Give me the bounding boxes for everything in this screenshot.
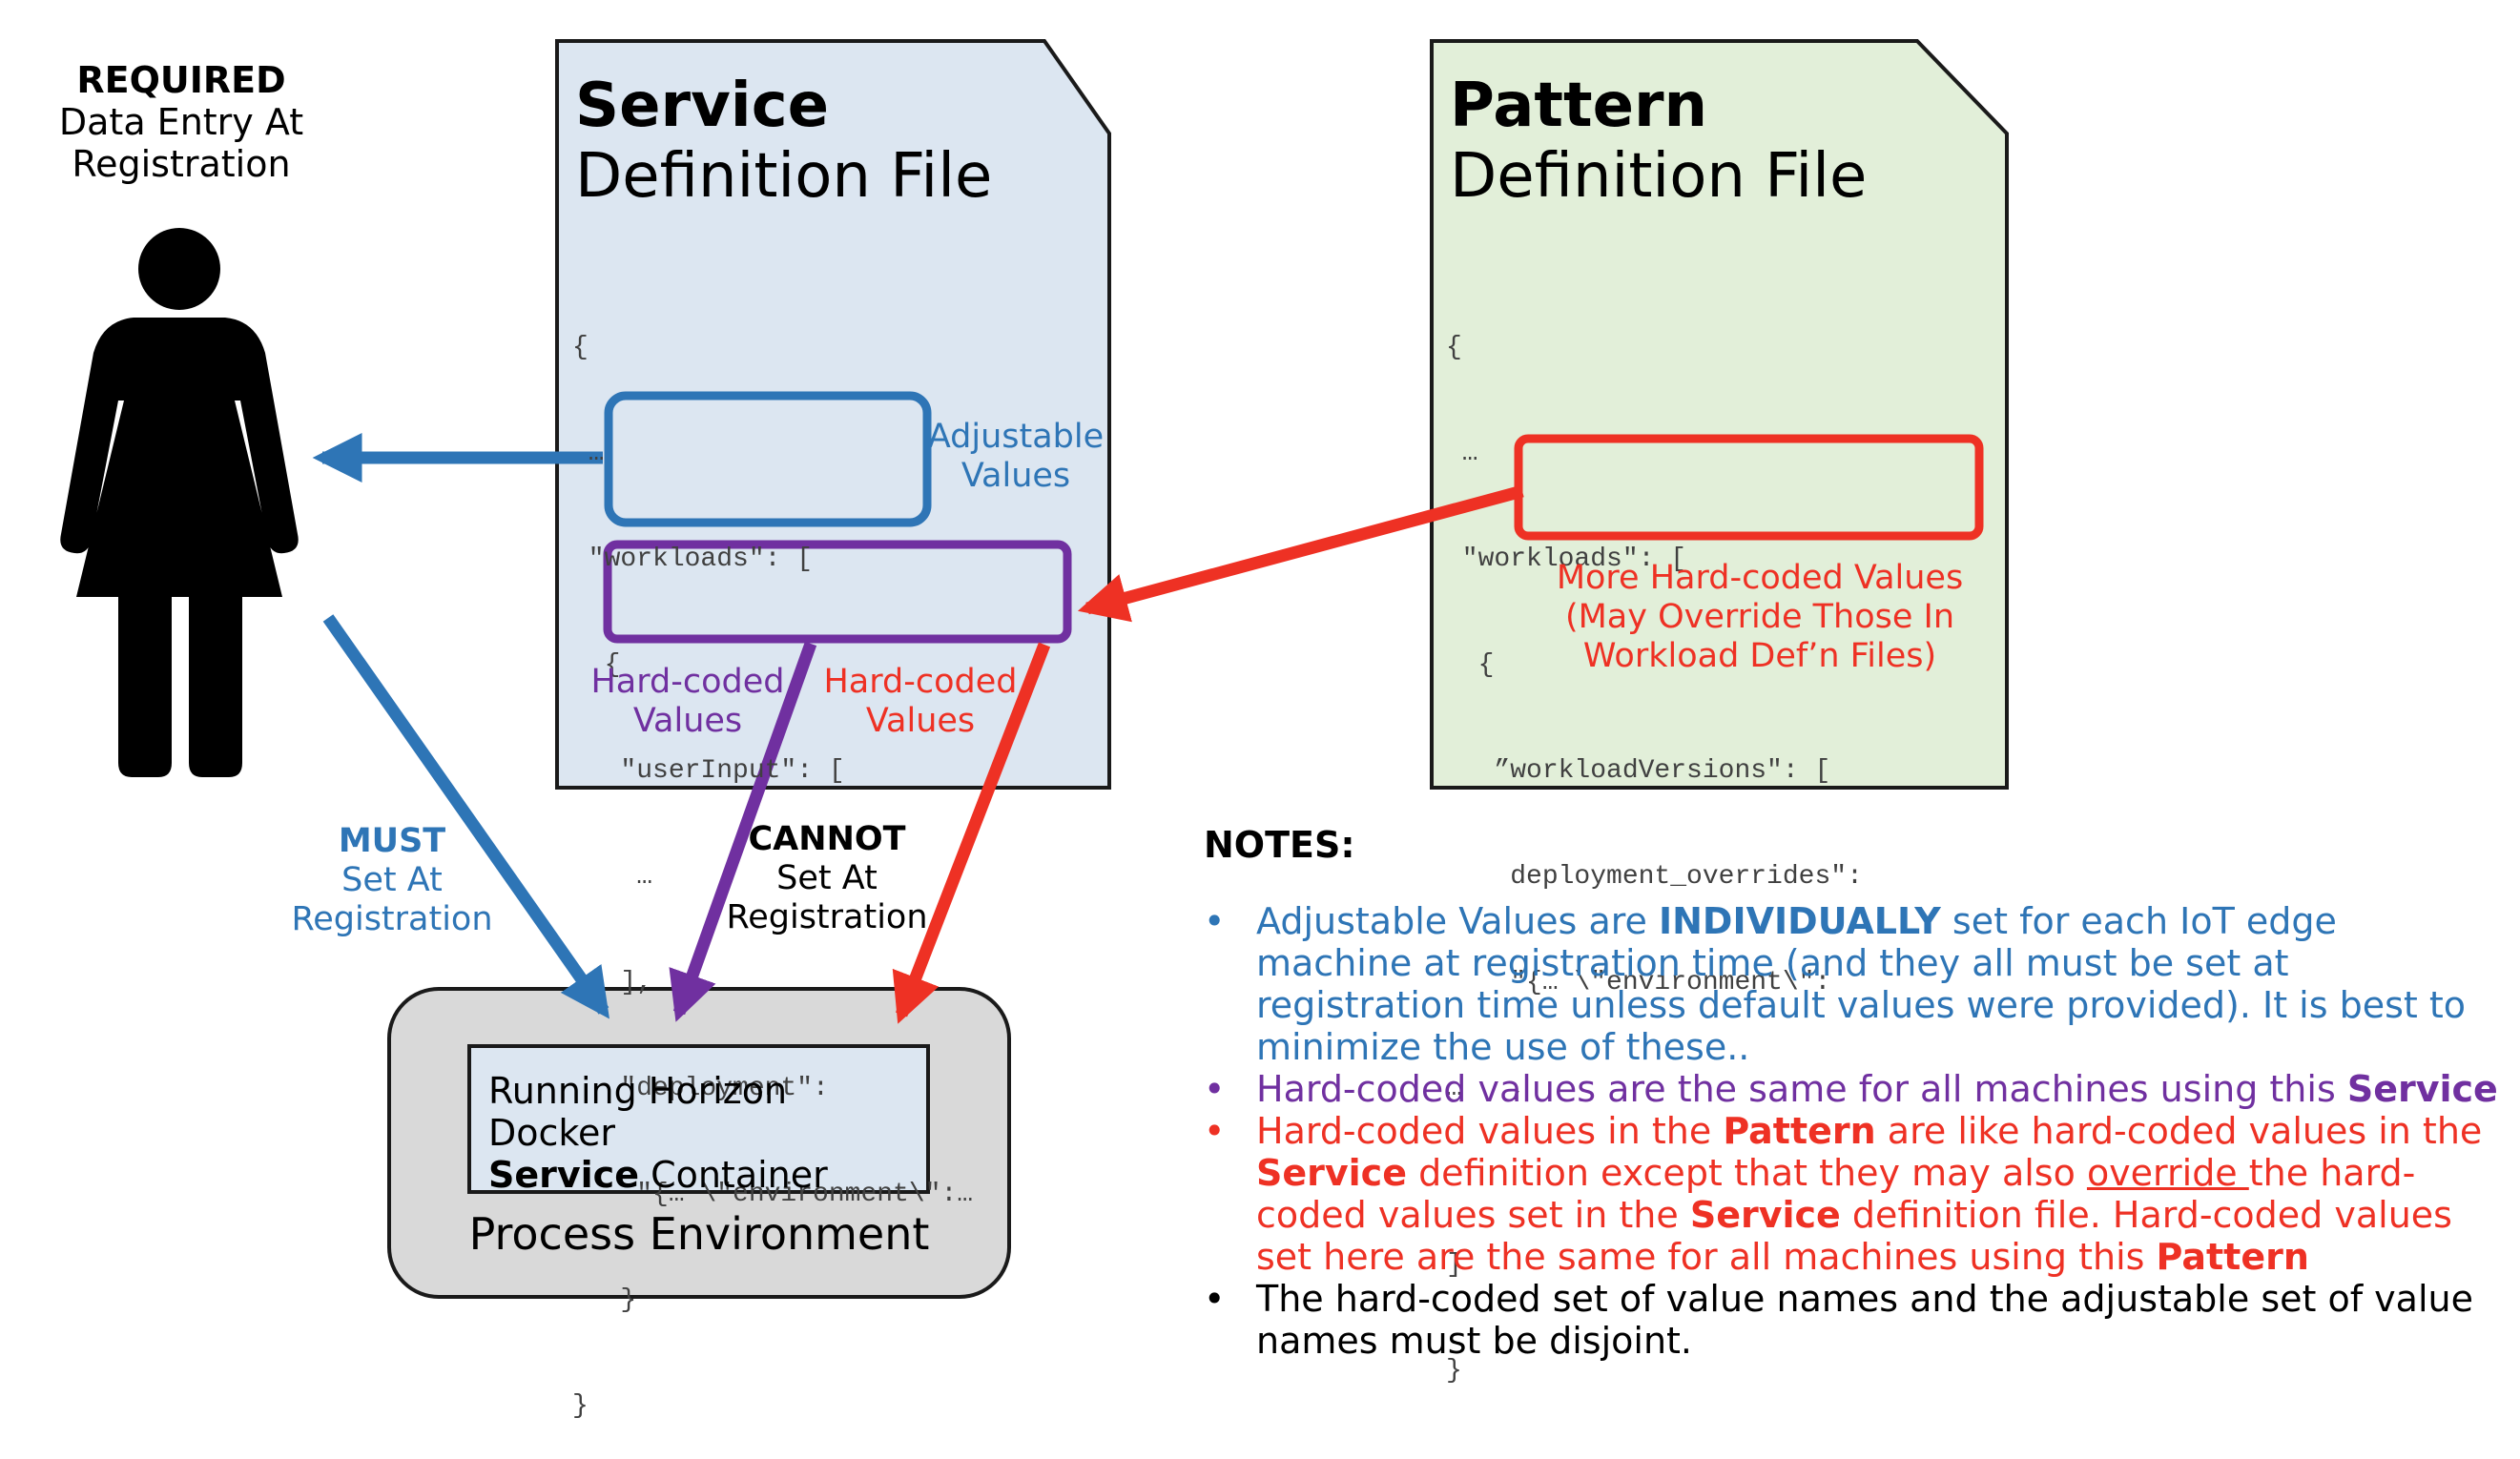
hardcoded-red-label: Hard-coded Values xyxy=(820,663,1021,741)
process-environment-label: Process Environment xyxy=(468,1208,930,1260)
note1-a: Adjustable Values are xyxy=(1256,900,1659,942)
note3-i: definition file. Hard-coded values set h… xyxy=(1256,1194,2452,1278)
note3-h: Service xyxy=(1689,1194,1841,1236)
person-label-line3: Registration xyxy=(72,143,291,185)
code-line: "{… \"environment\": xyxy=(1446,968,1831,997)
hardcoded-red-line1: Hard-coded xyxy=(823,663,1018,701)
code-line: { xyxy=(572,650,621,680)
adjustable-values-line2: Values xyxy=(960,457,1071,495)
adjustable-values-highlight xyxy=(604,391,932,527)
adjustable-values-line1: Adjustable xyxy=(927,418,1105,456)
person-label: REQUIRED Data Entry At Registration xyxy=(38,59,324,185)
more-hardcoded-line2: (May Override Those In xyxy=(1564,598,1955,636)
note3-b: Pattern xyxy=(1723,1110,1876,1152)
container-service-bold: Service xyxy=(488,1154,639,1196)
pattern-file-title: Pattern Definition File xyxy=(1450,71,1867,212)
bullet: • xyxy=(1204,1068,1226,1110)
person-label-required: REQUIRED xyxy=(76,59,286,101)
note3-a: Hard-coded values in the xyxy=(1256,1110,1724,1152)
hardcoded-purple-line1: Hard-coded xyxy=(590,663,785,701)
bullet: • xyxy=(1204,900,1226,942)
arrow-person-to-process xyxy=(322,614,609,1019)
note3-f: override xyxy=(2086,1152,2249,1194)
note2-a: Hard-coded values are the same for all m… xyxy=(1256,1068,2347,1110)
service-file-title: Service Definition File xyxy=(575,71,992,212)
service-file-code: { … "workloads": [ { "userInput": [ … ],… xyxy=(572,259,973,1459)
note-hardcoded-pattern: • Hard-coded values in the Pattern are l… xyxy=(1204,1110,2503,1278)
note-disjoint: • The hard-coded set of value names and … xyxy=(1204,1278,2503,1362)
notes-list: • Adjustable Values are INDIVIDUALLY set… xyxy=(1204,900,2503,1362)
cannot-label: CANNOT Set At Registration xyxy=(717,820,937,937)
note2-b: Service xyxy=(2346,1068,2498,1110)
arrow-service-hardcoded-to-process xyxy=(892,642,1051,1024)
note-hardcoded-service: • Hard-coded values are the same for all… xyxy=(1204,1068,2503,1110)
service-container-box xyxy=(467,1044,930,1194)
note4: The hard-coded set of value names and th… xyxy=(1256,1278,2473,1362)
code-line: { xyxy=(1446,333,1462,362)
service-file-title-bold: Service xyxy=(575,71,830,141)
hardcoded-red-line2: Values xyxy=(865,702,976,740)
bullet: • xyxy=(1204,1278,1226,1320)
service-file-title-rest: Definition File xyxy=(575,141,993,212)
must-label-line2: Set At xyxy=(341,861,443,899)
person-icon xyxy=(60,228,299,777)
code-line: { xyxy=(572,333,589,362)
bullet: • xyxy=(1204,1110,1226,1152)
note-adjustable: • Adjustable Values are INDIVIDUALLY set… xyxy=(1204,900,2503,1068)
code-line: deployment_overrides": xyxy=(1446,862,1863,892)
cannot-label-line3: Registration xyxy=(726,898,928,936)
must-label-bold: MUST xyxy=(338,822,446,860)
adjustable-values-label: Adjustable Values xyxy=(927,418,1105,496)
service-container-label: Running Horizon Docker Service Container xyxy=(488,1070,918,1196)
must-label: MUST Set At Registration xyxy=(282,822,502,939)
person-label-line2: Data Entry At xyxy=(58,101,304,143)
more-hardcoded-line3: Workload Def’n Files) xyxy=(1582,637,1937,675)
code-line: "{… \"environment\":… xyxy=(572,1180,974,1209)
pattern-file-code: { … "workloads": [ { ”workloadVersions":… xyxy=(1446,259,1863,1424)
code-line: … xyxy=(572,862,653,892)
code-line: } xyxy=(572,1391,589,1421)
code-line: } xyxy=(572,1285,637,1315)
container-line2: Service Container xyxy=(488,1154,918,1196)
hardcoded-values-highlight xyxy=(603,540,1072,644)
cannot-label-line2: Set At xyxy=(776,859,878,897)
arrow-hardcoded-to-process xyxy=(669,641,817,1022)
note3-d: Service xyxy=(1256,1152,1407,1194)
note3-c: are like hard-coded values in the xyxy=(1875,1110,2483,1152)
code-line: ], xyxy=(572,968,653,997)
pattern-definition-file-shape xyxy=(1430,39,2009,790)
notes-heading: NOTES: xyxy=(1204,824,1355,866)
code-line: ] xyxy=(1446,1250,1462,1280)
code-line: "workloads": [ xyxy=(1446,545,1687,574)
code-line: } xyxy=(1446,1356,1462,1386)
code-line: { xyxy=(1446,650,1495,680)
container-line1: Running Horizon Docker xyxy=(488,1070,788,1154)
hardcoded-purple-line2: Values xyxy=(632,702,743,740)
code-line: … xyxy=(1446,439,1478,468)
code-line: … , xyxy=(1446,1074,1527,1103)
service-definition-file-shape xyxy=(555,39,1111,790)
note3-g: the hard-coded values set in the xyxy=(1256,1152,2416,1236)
note3-e: definition except that they may also xyxy=(1406,1152,2087,1194)
must-label-line3: Registration xyxy=(291,900,493,938)
note3-j: Pattern xyxy=(2156,1236,2309,1278)
code-line: "deployment": xyxy=(572,1074,829,1103)
code-line: "workloads": [ xyxy=(572,545,814,574)
hardcoded-purple-label: Hard-coded Values xyxy=(588,663,788,741)
code-line: "userInput": [ xyxy=(572,756,845,786)
more-hardcoded-label: More Hard-coded Values (May Override Tho… xyxy=(1526,559,1993,676)
code-line: ”workloadVersions": [ xyxy=(1446,756,1831,786)
note1-b: INDIVIDUALLY xyxy=(1658,900,1941,942)
pattern-file-title-rest: Definition File xyxy=(1450,141,1868,212)
arrow-pattern-override-to-service xyxy=(1077,484,1524,623)
container-rest: Container xyxy=(638,1154,828,1196)
note1-c: set for each IoT edge machine at registr… xyxy=(1256,900,2467,1068)
diagram-shapes xyxy=(60,39,2009,1299)
more-hardcoded-line1: More Hard-coded Values xyxy=(1556,559,1964,597)
diagram-canvas: { "person": { "label_bold": "REQUIRED", … xyxy=(38,39,2503,1421)
pattern-file-title-bold: Pattern xyxy=(1450,71,1708,141)
cannot-label-bold: CANNOT xyxy=(748,820,906,858)
code-line: … xyxy=(572,439,605,468)
